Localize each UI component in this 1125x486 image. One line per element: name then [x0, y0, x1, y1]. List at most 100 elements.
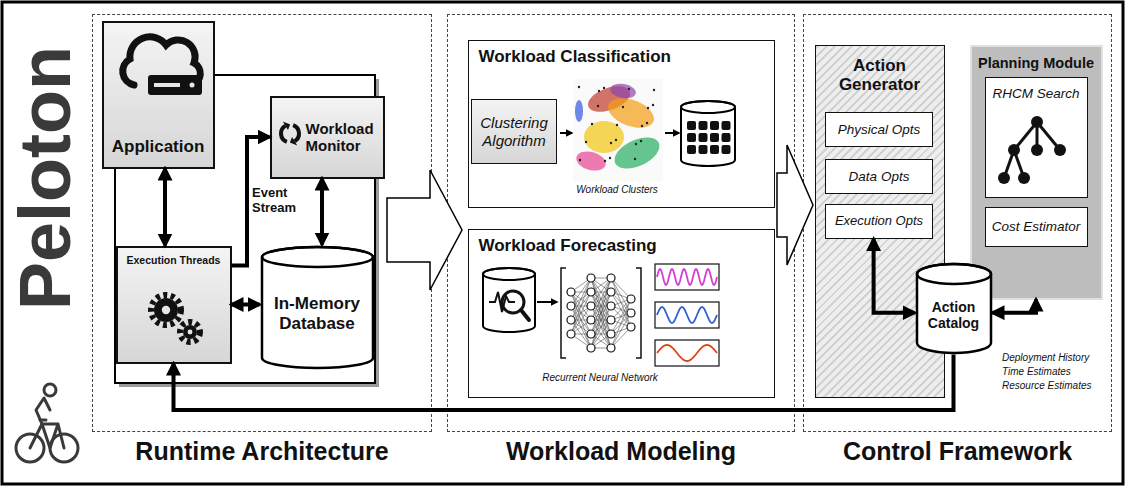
figure-caption: Recurrent Neural Network	[535, 372, 665, 384]
data-point	[627, 87, 629, 89]
magnifier-handle	[521, 310, 529, 320]
tree-node	[1008, 144, 1020, 156]
server-slot	[154, 83, 180, 87]
algorithm-box: Clustering Algorithm	[471, 99, 557, 164]
gear-hole	[161, 305, 169, 313]
data-point	[640, 124, 642, 126]
edge-label: Event Stream	[252, 186, 308, 216]
nn-neuron	[587, 288, 595, 296]
data-point	[596, 104, 598, 106]
region-panel: Control FrameworkAction GeneratorPhysica…	[803, 14, 1112, 432]
node-label: Application	[108, 137, 209, 157]
data-point	[646, 106, 648, 108]
node-label: In-Memory Database	[264, 294, 371, 333]
data-point	[652, 88, 654, 90]
cluster-cell	[687, 133, 696, 142]
refresh-head	[289, 136, 296, 145]
region-panel: Workload ModelingWorkload Classification…	[447, 14, 795, 432]
nn-neuron	[567, 316, 575, 324]
rider-body	[36, 398, 50, 424]
flow-arrow	[537, 301, 557, 303]
gear-body	[154, 298, 178, 322]
db-icon-top	[483, 268, 535, 280]
estimator-box: Cost Estimator	[985, 207, 1088, 247]
cluster-blob	[575, 100, 583, 122]
cylinder-body	[917, 264, 991, 353]
cylinder-body	[262, 247, 373, 368]
gear-body	[183, 325, 197, 339]
component-box: Workload Monitor	[270, 96, 385, 179]
server-icon	[148, 75, 202, 95]
node-label: Workload Classification	[479, 47, 764, 67]
connector	[320, 179, 324, 245]
cluster-cell	[710, 145, 719, 154]
cluster-cell	[687, 145, 696, 154]
node-label: Action Generator	[822, 56, 938, 95]
forecast-wave	[657, 307, 717, 323]
node-label: RHCM Search	[989, 86, 1084, 102]
nn-neuron	[587, 302, 595, 310]
tree-node	[1054, 144, 1066, 156]
figure-caption: Workload Clusters	[567, 184, 667, 196]
data-point	[578, 158, 580, 160]
data-point	[602, 86, 604, 88]
component-box: Application	[102, 21, 215, 169]
data-point	[609, 141, 611, 143]
bracket	[561, 268, 566, 358]
nn-weight	[571, 278, 591, 320]
nn-neuron	[607, 316, 615, 324]
data-point	[615, 123, 617, 125]
node-label: Data Opts	[828, 169, 930, 185]
module-box: Workload Forecasting	[468, 229, 775, 398]
connector	[993, 300, 1037, 313]
bracket	[636, 268, 641, 358]
nn-neuron	[607, 302, 615, 310]
nn-neuron	[587, 274, 595, 282]
data-point	[634, 142, 636, 144]
refresh-head	[282, 121, 289, 130]
bike-icon	[16, 384, 78, 462]
data-point	[645, 121, 647, 123]
nn-neuron	[627, 323, 635, 331]
forecast-wave	[657, 269, 717, 285]
nn-neuron	[627, 309, 635, 317]
cluster-cell	[698, 133, 707, 142]
data-point	[577, 85, 579, 87]
cluster-cell	[710, 133, 719, 142]
tree-node	[1031, 144, 1043, 156]
db-icon-body	[483, 268, 535, 332]
catalog-note: Resource Estimates	[1002, 380, 1107, 392]
connector	[232, 303, 260, 307]
flow-arrow	[665, 132, 679, 134]
data-point	[603, 159, 605, 161]
module-box: Workload ClassificationClustering Algori…	[468, 40, 775, 208]
node-label: Workload Forecasting	[479, 236, 764, 256]
tree-node	[998, 172, 1010, 184]
option-box: Physical Opts	[825, 112, 933, 147]
cluster-blob	[608, 81, 636, 99]
cylinder-top	[262, 247, 373, 267]
nn-neuron	[607, 274, 615, 282]
nn-weight	[571, 306, 591, 348]
data-point	[639, 139, 641, 141]
nn-neuron	[627, 295, 635, 303]
gear-hole	[187, 329, 192, 334]
connector	[232, 137, 270, 266]
flow-arrow	[560, 132, 572, 134]
catalog-note: Time Estimates	[1002, 366, 1107, 378]
node-label: Clustering Algorithm	[476, 114, 552, 149]
bike-frame	[30, 420, 64, 448]
cluster-blob	[584, 121, 624, 153]
nn-weight	[591, 306, 611, 348]
nn-weight	[591, 278, 611, 348]
data-point	[614, 138, 616, 140]
cluster-cell	[698, 121, 707, 130]
nn-neuron	[587, 344, 595, 352]
nn-weight	[591, 278, 611, 348]
nn-neuron	[567, 330, 575, 338]
region-caption: Control Framework	[804, 437, 1111, 466]
node-label: Cost Estimator	[988, 219, 1085, 235]
option-box: Data Opts	[825, 159, 933, 194]
component-box: Execution Threads	[116, 246, 232, 364]
